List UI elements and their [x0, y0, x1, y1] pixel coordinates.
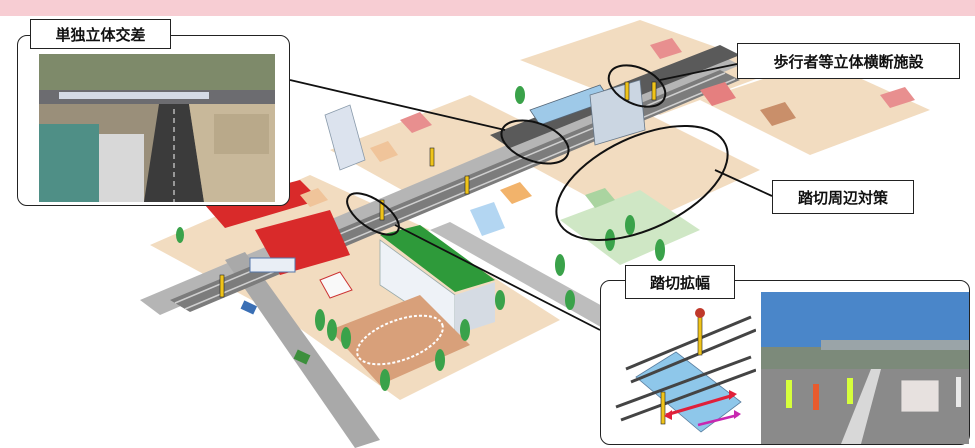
- crossing-widening-callout: [600, 280, 970, 445]
- station-building: [589, 79, 646, 146]
- grade-separation-callout: [17, 35, 290, 206]
- highlight-crossing-area: [555, 124, 729, 242]
- leader-crossing-area: [714, 169, 773, 197]
- pedestrian-bridge-text: 歩行者等立体横断施設: [773, 52, 924, 71]
- truck-green: [293, 349, 311, 365]
- highlight-pedestrian-bridge: [607, 64, 667, 108]
- label-crossing-widening: 踏切拡幅: [625, 265, 735, 299]
- highlight-crossing-widening: [346, 192, 400, 236]
- crossing-widening-text: 踏切拡幅: [649, 273, 710, 292]
- trees: [176, 86, 665, 391]
- grade-separation-text: 単独立体交差: [55, 25, 146, 44]
- leader-pedestrian-bridge: [659, 63, 738, 81]
- car-blue: [240, 300, 258, 315]
- leader-crossing-widening: [394, 224, 601, 331]
- school-roof: [380, 225, 495, 292]
- crossing-signals: [219, 81, 657, 298]
- ground-block-far: [700, 60, 930, 155]
- label-grade-separation: 単独立体交差: [30, 19, 171, 49]
- leader-grade-separation: [289, 79, 506, 131]
- ground-block-mid: [330, 95, 560, 200]
- label-crossing-area-measures: 踏切周辺対策: [772, 180, 914, 214]
- train: [249, 257, 296, 273]
- label-pedestrian-bridge: 歩行者等立体横断施設: [737, 43, 960, 79]
- crossing-area-measures-text: 踏切周辺対策: [797, 188, 888, 207]
- crossing-widening-photo: [761, 292, 969, 444]
- top-band: [0, 0, 975, 16]
- grade-separation-photo: [39, 54, 275, 202]
- running-track: [356, 314, 444, 366]
- road-cross: [225, 252, 380, 448]
- apartment-tower: [324, 104, 366, 171]
- crossing-widening-diagram: [615, 308, 756, 433]
